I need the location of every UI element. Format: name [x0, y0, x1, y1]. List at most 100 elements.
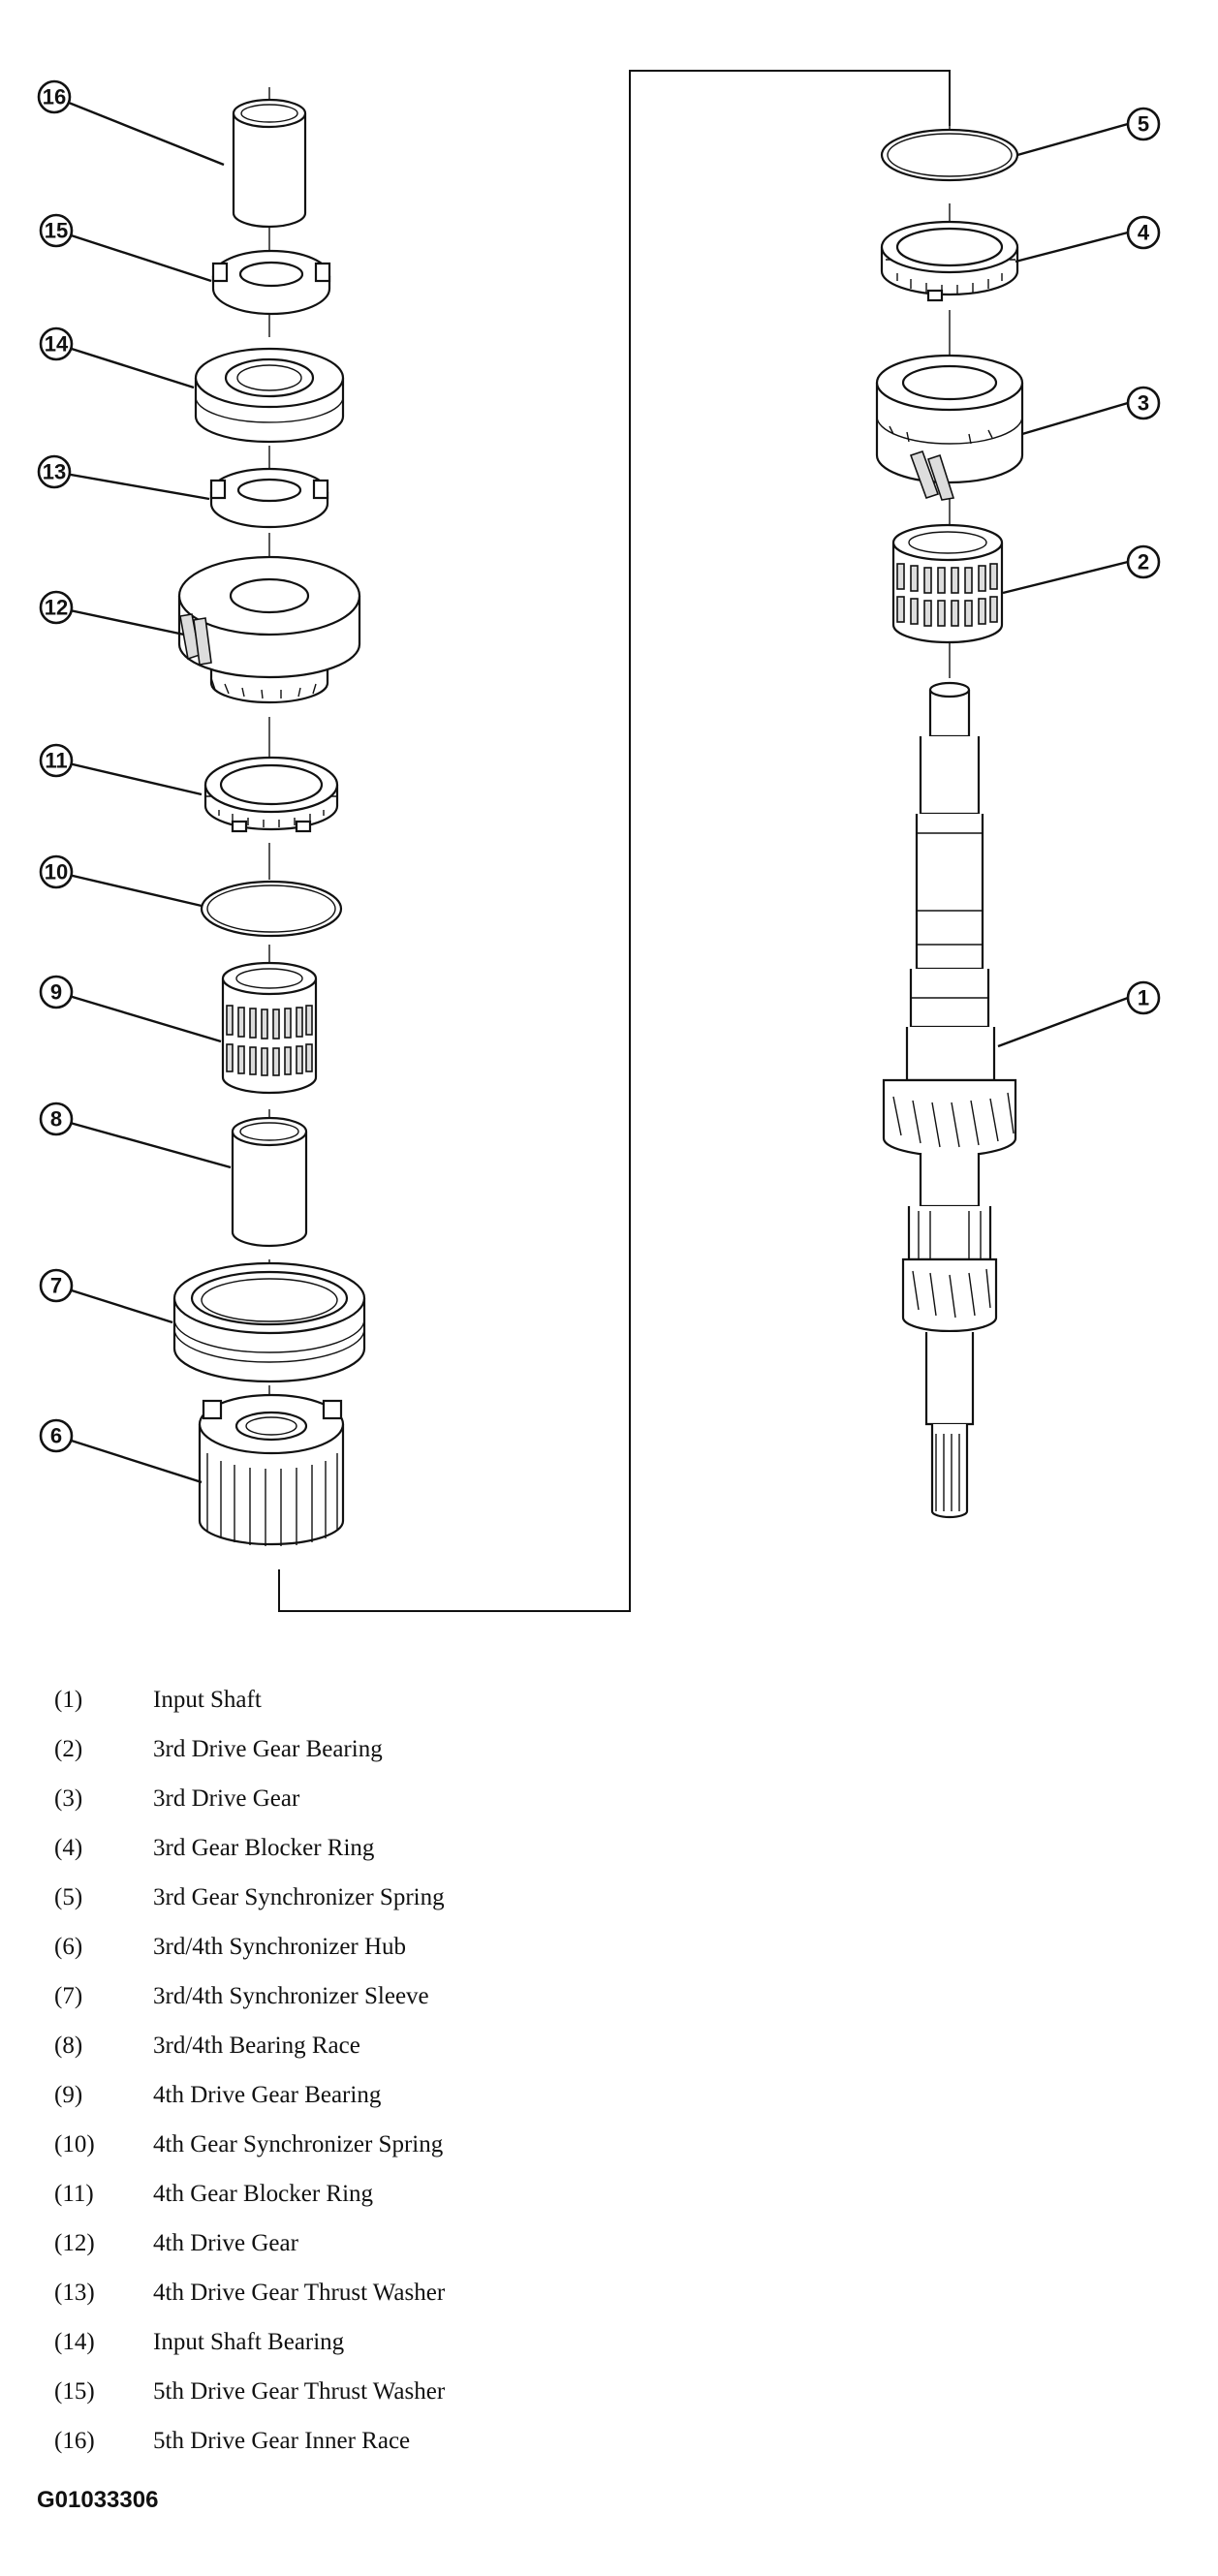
legend-label: 3rd Drive Gear Bearing	[153, 1736, 383, 1762]
legend-item: (12) 4th Drive Gear	[54, 2219, 733, 2268]
legend-item: (8)3rd/4th Bearing Race	[54, 2021, 733, 2070]
legend-label: Input Shaft Bearing	[153, 2329, 345, 2355]
part-13-thrust-washer	[209, 467, 329, 529]
legend-item: (9) 4th Drive Gear Bearing	[54, 2070, 733, 2120]
svg-text:7: 7	[50, 1274, 62, 1298]
exploded-view-diagram: 16 15 14 13 12 11 10 9 8 7 6 5 4 3 2 1	[37, 70, 1161, 1612]
legend-label: 4th Drive Gear Thrust Washer	[153, 2280, 446, 2306]
legend-label: 3rd Gear Blocker Ring	[153, 1835, 375, 1861]
part-3-3rd-drive-gear	[875, 354, 1024, 501]
legend-item: (10) 4th Gear Synchronizer Spring	[54, 2120, 733, 2169]
legend-number: (3)	[54, 1785, 83, 1812]
legend-label: Input Shaft	[153, 1687, 262, 1713]
legend-number: (11)	[54, 2181, 94, 2207]
callout-16: 16	[37, 79, 72, 114]
legend-number: (14)	[54, 2329, 95, 2355]
svg-text:2: 2	[1138, 550, 1149, 574]
part-8-bearing-race	[231, 1116, 308, 1248]
part-16-inner-race	[232, 98, 307, 229]
legend-label: 3rd/4th Synchronizer Hub	[153, 1934, 407, 1960]
callout-4: 4	[1126, 215, 1161, 250]
legend-number: (6)	[54, 1934, 83, 1960]
svg-text:9: 9	[50, 980, 62, 1005]
svg-text:14: 14	[45, 332, 69, 357]
legend-item: (6) 3rd/4th Synchronizer Hub	[54, 1922, 733, 1971]
part-12-4th-drive-gear	[177, 555, 361, 704]
part-10-synchronizer-spring	[200, 880, 343, 938]
callout-12: 12	[39, 590, 74, 625]
callout-5: 5	[1126, 107, 1161, 141]
legend-label: 5th Drive Gear Inner Race	[153, 2428, 411, 2454]
callout-2: 2	[1126, 544, 1161, 579]
part-9-needle-bearing	[221, 961, 318, 1095]
legend-label: 4th Gear Blocker Ring	[153, 2181, 374, 2207]
legend-item: (5) 3rd Gear Synchronizer Spring	[54, 1873, 733, 1922]
legend-label: 3rd/4th Bearing Race	[153, 2033, 360, 2059]
legend-number: (16)	[54, 2428, 95, 2454]
legend-number: (12)	[54, 2230, 95, 2256]
legend-number: (2)	[54, 1736, 83, 1762]
legend-item: (16) 5th Drive Gear Inner Race	[54, 2416, 733, 2466]
svg-text:5: 5	[1138, 112, 1149, 137]
legend-label: 4th Gear Synchronizer Spring	[153, 2131, 444, 2157]
legend-item: (2) 3rd Drive Gear Bearing	[54, 1724, 733, 1774]
callout-7: 7	[39, 1268, 74, 1303]
legend-item: (15) 5th Drive Gear Thrust Washer	[54, 2367, 733, 2416]
part-1-input-shaft	[882, 681, 1017, 1519]
callout-1: 1	[1126, 980, 1161, 1015]
callout-13: 13	[37, 454, 72, 489]
part-5-synchronizer-spring	[880, 128, 1019, 182]
legend-item: (13) 4th Drive Gear Thrust Washer	[54, 2268, 733, 2317]
legend-item: (4) 3rd Gear Blocker Ring	[54, 1823, 733, 1873]
legend-label: 3rd/4th Synchronizer Sleeve	[153, 1983, 429, 2009]
part-7-synchronizer-sleeve	[172, 1261, 366, 1383]
svg-text:6: 6	[50, 1424, 62, 1448]
legend-item: (14) Input Shaft Bearing	[54, 2317, 733, 2367]
svg-text:4: 4	[1138, 221, 1150, 245]
assembly-path-line	[278, 70, 951, 1612]
callout-6: 6	[39, 1418, 74, 1453]
part-14-input-shaft-bearing	[194, 347, 345, 444]
legend-number: (4)	[54, 1835, 83, 1861]
legend-number: (15)	[54, 2378, 95, 2405]
legend-number: (1)	[54, 1687, 83, 1713]
part-15-thrust-washer	[211, 249, 331, 316]
svg-text:8: 8	[50, 1107, 62, 1132]
legend-label: 4th Drive Gear	[153, 2230, 298, 2256]
leader-lines	[53, 95, 1129, 1484]
svg-text:3: 3	[1138, 391, 1149, 416]
legend-label: 3rd Gear Synchronizer Spring	[153, 1884, 445, 1910]
svg-text:10: 10	[45, 860, 68, 885]
svg-text:16: 16	[43, 85, 66, 109]
part-11-blocker-ring	[203, 756, 339, 833]
legend-item: (3) 3rd Drive Gear	[54, 1774, 733, 1823]
callout-3: 3	[1126, 386, 1161, 420]
legend-label: 3rd Drive Gear	[153, 1785, 300, 1812]
svg-text:12: 12	[45, 596, 68, 620]
legend-label: 4th Drive Gear Bearing	[153, 2082, 382, 2108]
legend-label: 5th Drive Gear Thrust Washer	[153, 2378, 446, 2405]
callout-15: 15	[39, 213, 74, 248]
legend-number: (5)	[54, 1884, 83, 1910]
legend-item: (1) Input Shaft	[54, 1675, 733, 1724]
svg-text:13: 13	[43, 460, 66, 484]
legend-item: (7) 3rd/4th Synchronizer Sleeve	[54, 1971, 733, 2021]
callout-10: 10	[39, 854, 74, 889]
parts-legend: (1) Input Shaft (2) 3rd Drive Gear Bearing…	[54, 1675, 733, 2466]
svg-text:11: 11	[45, 749, 67, 773]
part-4-blocker-ring	[880, 220, 1019, 302]
svg-text:15: 15	[45, 219, 68, 243]
legend-number: (7)	[54, 1983, 83, 2009]
callout-14: 14	[39, 326, 74, 361]
part-6-synchronizer-hub	[198, 1393, 345, 1546]
callout-11: 11	[39, 743, 74, 778]
callout-9: 9	[39, 975, 74, 1009]
figure-code: G01033306	[37, 2487, 159, 2513]
legend-number: (10)	[54, 2131, 95, 2157]
legend-number: (13)	[54, 2280, 95, 2306]
svg-text:1: 1	[1138, 986, 1149, 1010]
legend-item: (11) 4th Gear Blocker Ring	[54, 2169, 733, 2219]
callout-8: 8	[39, 1102, 74, 1136]
part-2-needle-bearing	[891, 523, 1004, 644]
legend-number: (9)	[54, 2082, 83, 2108]
